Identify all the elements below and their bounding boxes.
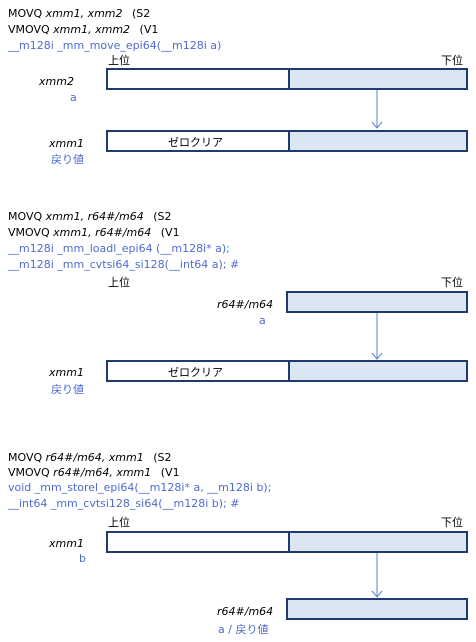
instruction-line-2: VMOVQ xmm1, r64#/m64 (V1 xyxy=(8,226,180,239)
mnemonic: VMOVQ xyxy=(8,23,50,36)
instruction-line-2: VMOVQ xmm1, xmm2 (V1 xyxy=(8,23,158,36)
mnemonic: MOVQ xyxy=(8,451,43,464)
copy-arrow xyxy=(371,553,383,598)
mnemonic: VMOVQ xyxy=(8,466,50,479)
zero-clear-text: ゼロクリア xyxy=(168,136,223,149)
upper-label: 上位 xyxy=(108,54,130,67)
dest-variable: a / 戻り値 xyxy=(218,623,269,636)
lower-label: 下位 xyxy=(441,516,463,529)
dest-register-label: xmm1 xyxy=(49,366,84,379)
extension-tag: (S2 xyxy=(153,210,172,223)
operands: xmm1, r64#/m64 xyxy=(45,210,144,223)
mnemonic: MOVQ xyxy=(8,210,43,223)
extension-tag: (S2 xyxy=(132,7,151,20)
lower-label: 下位 xyxy=(441,54,463,67)
dest-variable: 戻り値 xyxy=(51,153,84,166)
source-register-label: xmm1 xyxy=(49,537,84,550)
dest-register-box: ゼロクリア xyxy=(106,360,468,382)
intrinsic-line: __m128i _mm_move_epi64(__m128i a) xyxy=(8,39,222,52)
dest-register-label: xmm1 xyxy=(49,137,84,150)
instruction-line-1: MOVQ xmm1, r64#/m64 (S2 xyxy=(8,210,172,223)
dest-variable: 戻り値 xyxy=(51,383,84,396)
source-memory-box xyxy=(286,291,468,313)
source-variable: a xyxy=(259,314,266,327)
operands: xmm1, r64#/m64 xyxy=(53,226,152,239)
extension-tag: (V1 xyxy=(160,466,180,479)
zero-clear-text: ゼロクリア xyxy=(168,366,223,379)
intrinsic-line: void _mm_storel_epi64(__m128i* a, __m128… xyxy=(8,481,272,494)
mnemonic: VMOVQ xyxy=(8,226,50,239)
operands: r64#/m64, xmm1 xyxy=(45,451,144,464)
source-register-label: r64#/m64 xyxy=(217,298,274,311)
intrinsic-line: __int64 _mm_cvtsi128_si64(__m128i b); # xyxy=(8,497,240,510)
operands: r64#/m64, xmm1 xyxy=(53,466,152,479)
source-register-box xyxy=(106,531,468,553)
copy-arrow xyxy=(371,313,383,360)
operands: xmm1, xmm2 xyxy=(53,23,131,36)
mnemonic: MOVQ xyxy=(8,7,43,20)
upper-label: 上位 xyxy=(108,516,130,529)
upper-label: 上位 xyxy=(108,276,130,289)
copy-arrow xyxy=(371,90,383,129)
intrinsic-line: __m128i _mm_loadl_epi64 (__m128i* a); xyxy=(8,242,230,255)
intrinsic-line: __m128i _mm_cvtsi64_si128(__int64 a); # xyxy=(8,258,240,271)
dest-low-half xyxy=(288,132,466,150)
source-low-half xyxy=(288,70,466,88)
instruction-line-2: VMOVQ r64#/m64, xmm1 (V1 xyxy=(8,466,180,479)
extension-tag: (S2 xyxy=(153,451,172,464)
extension-tag: (V1 xyxy=(160,226,180,239)
extension-tag: (V1 xyxy=(139,23,159,36)
dest-memory-box xyxy=(286,598,468,620)
instruction-line-1: MOVQ xmm1, xmm2 (S2 xyxy=(8,7,150,20)
dest-low-half xyxy=(288,362,466,380)
source-low-half xyxy=(288,533,466,551)
dest-register-box: ゼロクリア xyxy=(106,130,468,152)
source-variable: a xyxy=(70,91,77,104)
lower-label: 下位 xyxy=(441,276,463,289)
source-variable: b xyxy=(79,552,86,565)
source-register-label: xmm2 xyxy=(39,75,74,88)
source-register-box xyxy=(106,68,468,90)
operands: xmm1, xmm2 xyxy=(45,7,123,20)
dest-memory-label: r64#/m64 xyxy=(217,605,274,618)
instruction-line-1: MOVQ r64#/m64, xmm1 (S2 xyxy=(8,451,172,464)
